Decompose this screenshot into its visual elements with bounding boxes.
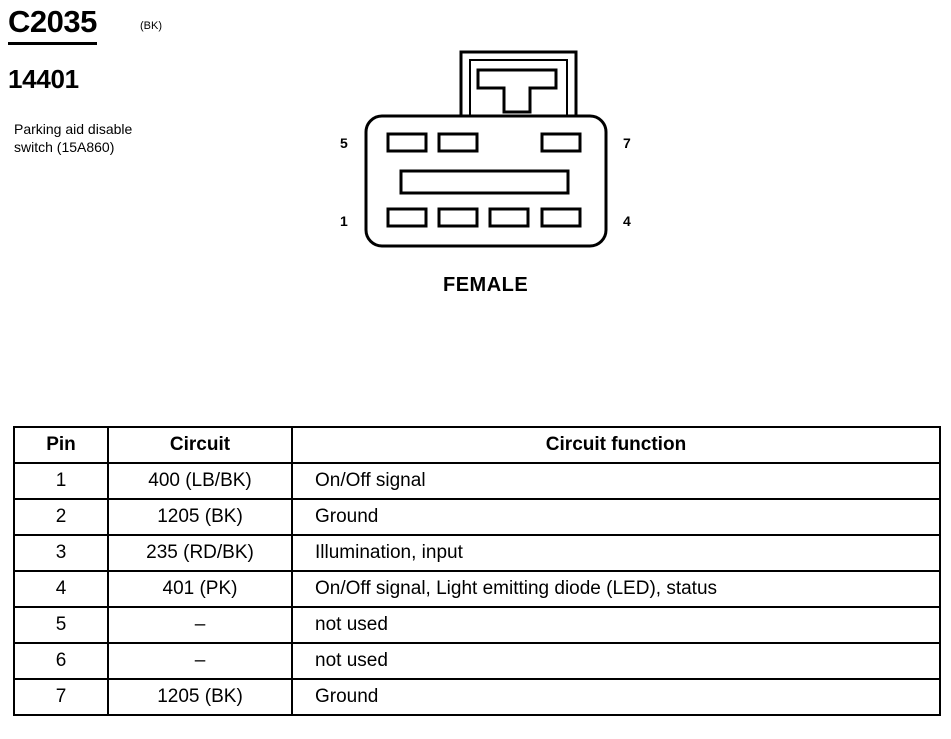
component-description: Parking aid disable switch (15A860) [14, 120, 214, 156]
function-cell: On/Off signal [291, 462, 941, 500]
connector-latch [459, 50, 578, 118]
circuit-cell: 400 (LB/BK) [107, 462, 293, 500]
pin-cell: 3 [13, 534, 109, 572]
pin-cavity-7 [540, 132, 582, 153]
pin-cavity-6 [437, 132, 479, 153]
pin-cavity-3 [488, 207, 530, 228]
pin-cell: 1 [13, 462, 109, 500]
table-row: 2 1205 (BK) Ground [13, 498, 941, 536]
description-line-1: Parking aid disable [14, 121, 133, 137]
table-row: 7 1205 (BK) Ground [13, 678, 941, 716]
function-cell: not used [291, 606, 941, 644]
header-circuit: Circuit [107, 426, 293, 464]
function-cell: Illumination, input [291, 534, 941, 572]
function-cell: not used [291, 642, 941, 680]
connector-face-diagram [364, 50, 608, 248]
pin-cell: 5 [13, 606, 109, 644]
pin-label-top-right: 7 [623, 135, 631, 151]
connector-gender-label: FEMALE [443, 274, 529, 296]
table-row: 3 235 (RD/BK) Illumination, input [13, 534, 941, 572]
pin-label-top-left: 5 [340, 135, 348, 151]
circuit-cell: 235 (RD/BK) [107, 534, 293, 572]
function-cell: Ground [291, 678, 941, 716]
circuit-cell: 401 (PK) [107, 570, 293, 608]
header-circuit-function: Circuit function [291, 426, 941, 464]
circuit-cell: – [107, 606, 293, 644]
pin-cavity-1 [386, 207, 428, 228]
pin-cell: 7 [13, 678, 109, 716]
table-row: 5 – not used [13, 606, 941, 644]
circuit-cell: 1205 (BK) [107, 678, 293, 716]
pin-cavity-4 [540, 207, 582, 228]
part-number: 14401 [8, 64, 79, 94]
connector-id: C2035 [8, 4, 97, 45]
pin-cell: 6 [13, 642, 109, 680]
pin-label-bottom-left: 1 [340, 213, 348, 229]
connector-color-code: (BK) [140, 20, 162, 32]
table-row: 4 401 (PK) On/Off signal, Light emitting… [13, 570, 941, 608]
description-line-2: switch (15A860) [14, 139, 115, 155]
header-pin: Pin [13, 426, 109, 464]
table-row: 1 400 (LB/BK) On/Off signal [13, 462, 941, 500]
function-cell: On/Off signal, Light emitting diode (LED… [291, 570, 941, 608]
key-slot [399, 169, 570, 195]
pin-cavity-5 [386, 132, 428, 153]
table-header-row: Pin Circuit Circuit function [13, 426, 941, 464]
pinout-table: Pin Circuit Circuit function 1 400 (LB/B… [13, 426, 941, 716]
pin-label-bottom-right: 4 [623, 213, 631, 229]
pin-cell: 4 [13, 570, 109, 608]
table-row: 6 – not used [13, 642, 941, 680]
pin-cell: 2 [13, 498, 109, 536]
function-cell: Ground [291, 498, 941, 536]
pin-cavity-2 [437, 207, 479, 228]
circuit-cell: – [107, 642, 293, 680]
circuit-cell: 1205 (BK) [107, 498, 293, 536]
